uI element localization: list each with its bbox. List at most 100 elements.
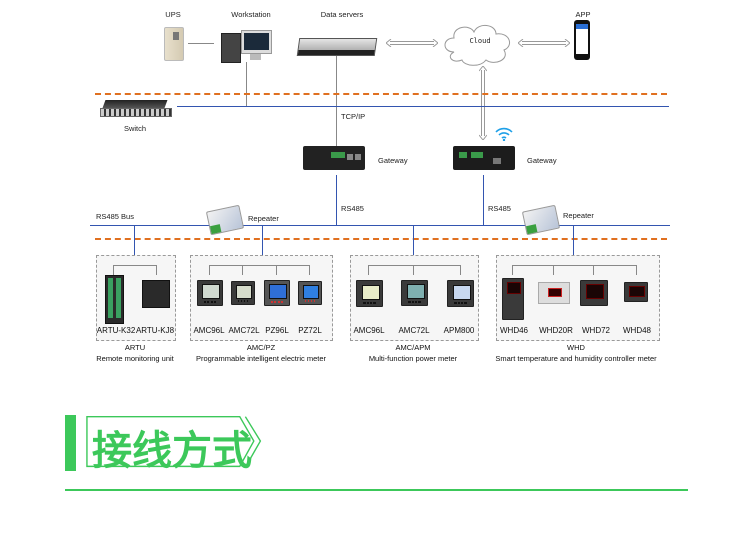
whd-branch <box>593 265 594 275</box>
device-label: AMC72L <box>228 326 260 335</box>
repeater-left-icon <box>205 204 245 236</box>
whd48-device <box>624 282 648 302</box>
upper-boundary-dashed-line <box>95 93 667 95</box>
rs485-bus-line <box>90 225 670 226</box>
device-label: PZ72L <box>298 326 322 335</box>
artu-kj8-device <box>142 280 170 308</box>
data-server-icon <box>296 38 378 56</box>
group-description: Multi-function power meter <box>368 354 458 363</box>
amc96l-device <box>356 280 383 307</box>
device-label: ARTU-K32 <box>96 326 136 335</box>
artu-branch <box>156 265 157 275</box>
artu-branch <box>113 265 156 266</box>
data-servers-label: Data servers <box>320 10 364 19</box>
device-label: ARTU-KJ8 <box>135 326 175 335</box>
rs485-left-label: RS485 <box>341 204 364 213</box>
amc-pz-branch <box>242 265 243 275</box>
device-label: WHD72 <box>581 326 611 335</box>
group-caption-amc-apm: AMC/APM Multi-function power meter <box>369 342 457 364</box>
device-label: WHD46 <box>499 326 529 335</box>
repeater-left-label: Repeater <box>248 214 279 223</box>
amc-apm-branch <box>368 265 369 275</box>
workstation-icon <box>221 30 272 63</box>
whd46-device <box>502 278 524 320</box>
gateway-left-label: Gateway <box>378 156 408 165</box>
device-label: AMC72L <box>398 326 430 335</box>
section-divider <box>65 489 688 491</box>
whd72-device <box>580 280 608 306</box>
device-label: WHD48 <box>622 326 652 335</box>
amc96l-device <box>197 280 223 306</box>
device-label: PZ96L <box>265 326 289 335</box>
bus-drop-artu <box>134 225 135 263</box>
amc72l-device <box>401 280 428 306</box>
group-name: AMC/PZ <box>246 343 276 352</box>
section-title-arrow-frame <box>86 415 262 468</box>
bus-drop-amc-pz <box>262 225 263 263</box>
group-name: ARTU <box>124 343 146 352</box>
apm800-device <box>447 280 474 307</box>
double-arrow-icon <box>386 39 438 47</box>
lower-boundary-dashed-line <box>95 238 667 240</box>
whd-branch <box>512 265 636 266</box>
bus-drop-amc-apm <box>413 225 414 263</box>
amc-pz-branch <box>309 265 310 275</box>
smartphone-icon <box>574 20 590 60</box>
switch-icon <box>100 100 172 118</box>
rs485-right-label: RS485 <box>488 204 511 213</box>
ups-icon <box>164 27 184 61</box>
ups-workstation-link <box>188 43 214 44</box>
amc72l-device <box>231 281 255 305</box>
workstation-link <box>246 62 247 107</box>
gateway-left-icon <box>303 146 365 170</box>
workstation-label: Workstation <box>231 10 271 19</box>
switch-label: Switch <box>123 124 147 133</box>
double-arrow-icon <box>518 39 570 47</box>
cloud-label: Cloud <box>469 37 491 45</box>
whd-branch <box>512 265 513 275</box>
group-description: Smart temperature and humidity controlle… <box>495 354 657 363</box>
group-description: Programmable intelligent electric meter <box>195 354 327 363</box>
wifi-icon <box>495 127 513 141</box>
amc-apm-branch <box>368 265 460 266</box>
amc-pz-branch <box>209 265 210 275</box>
cloud-icon <box>444 25 511 66</box>
device-label: AMC96L <box>193 326 225 335</box>
artu-branch <box>113 265 114 275</box>
ups-label: UPS <box>165 10 181 19</box>
rs485-right-link <box>483 175 484 225</box>
double-arrow-icon <box>479 66 487 140</box>
tcpip-label: TCP/IP <box>341 112 366 121</box>
repeater-right-icon <box>521 204 561 236</box>
rs485-left-link <box>336 175 337 225</box>
group-name: WHD <box>567 343 585 352</box>
server-link <box>336 56 337 146</box>
amc-pz-branch <box>209 265 309 266</box>
pz72l-device <box>298 281 322 305</box>
artu-k32-device <box>105 275 124 324</box>
gateway-right-icon <box>453 146 515 170</box>
group-caption-artu: ARTU Remote monitoring unit <box>96 342 174 364</box>
whd-branch <box>636 265 637 275</box>
tcpip-network-line <box>177 106 669 107</box>
group-name: AMC/APM <box>395 343 431 352</box>
group-caption-whd: WHD Smart temperature and humidity contr… <box>495 342 656 364</box>
group-description: Remote monitoring unit <box>96 354 174 363</box>
amc-apm-branch <box>413 265 414 275</box>
section-title-accent-bar <box>65 415 76 471</box>
device-label: APM800 <box>443 326 475 335</box>
repeater-right-label: Repeater <box>563 211 594 220</box>
bus-drop-whd <box>573 225 574 263</box>
device-label: WHD20R <box>539 326 573 335</box>
rs485-bus-label: RS485 Bus <box>96 212 134 221</box>
device-label: AMC96L <box>353 326 385 335</box>
section-title: 接线方式 <box>92 428 252 474</box>
gateway-right-label: Gateway <box>527 156 557 165</box>
app-label: APP <box>575 10 591 19</box>
whd-branch <box>553 265 554 275</box>
pz96l-device <box>264 280 290 306</box>
whd20r-device <box>538 282 570 304</box>
amc-apm-branch <box>460 265 461 275</box>
amc-pz-branch <box>276 265 277 275</box>
group-caption-amc-pz: AMC/PZ Programmable intelligent electric… <box>196 342 326 364</box>
